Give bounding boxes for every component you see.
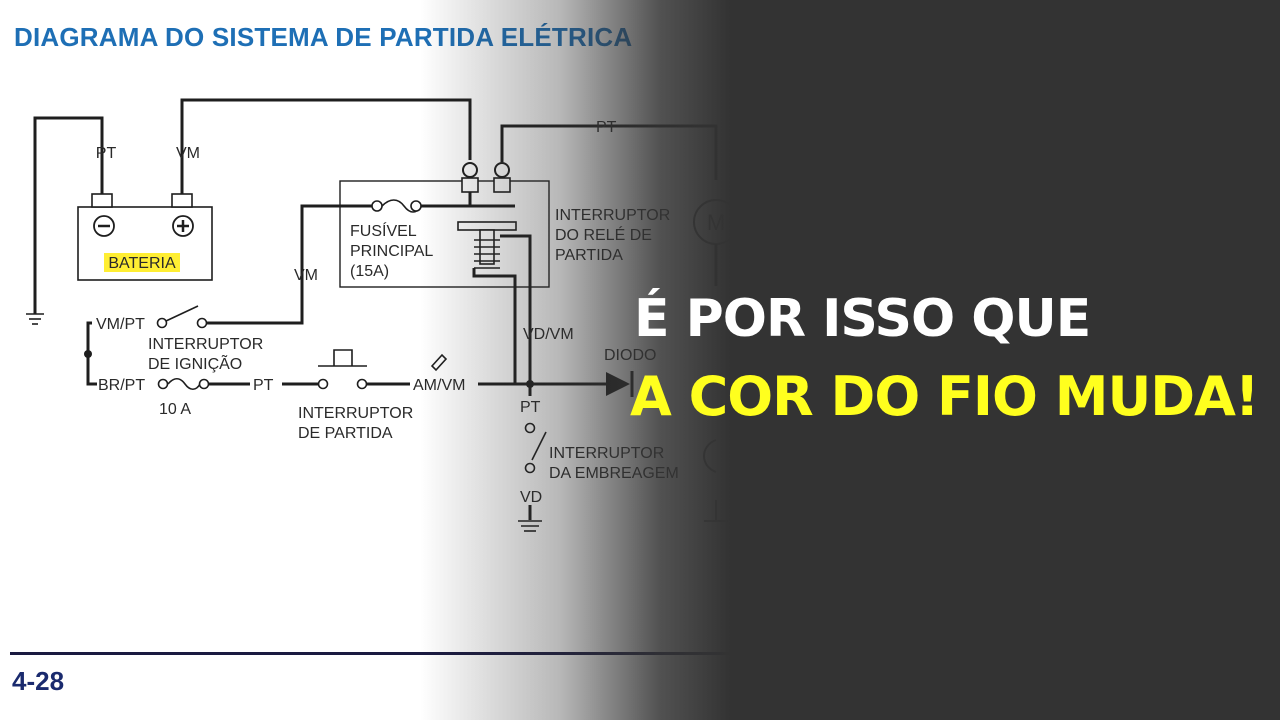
starter-motor: M	[693, 199, 739, 245]
main-fuse-label-2: PRINCIPAL	[350, 243, 433, 260]
indicator-symbol	[703, 439, 717, 473]
vm-wire-ignition	[207, 204, 372, 325]
ignition-label-2: DE IGNIÇÃO	[148, 353, 242, 373]
clutch-label-2: DA EMBREAGEM	[549, 465, 679, 482]
page-number: 4-28	[12, 666, 65, 696]
diode-label: DIODO	[604, 347, 656, 364]
clutch-switch-symbol	[524, 422, 547, 474]
ground-symbol-left	[26, 313, 44, 325]
wire-label-battery-minus: PT	[96, 145, 117, 162]
wire-label-clutch-pt: PT	[520, 399, 541, 416]
overlay-caption-line-2: A COR DO FIO MUDA!	[630, 365, 1260, 428]
start-switch-label-2: DE PARTIDA	[298, 425, 393, 442]
diode-symbol	[606, 371, 634, 397]
start-switch-label-1: INTERRUPTOR	[298, 405, 413, 422]
overlay-caption-line-1: É POR ISSO QUE	[634, 289, 1091, 349]
relay-terminals	[457, 162, 517, 265]
page-footer-rule	[10, 652, 840, 655]
relay-label-3: PARTIDA	[555, 247, 623, 264]
ignition-label-1: INTERRUPTOR	[148, 336, 263, 353]
pencil-icon	[430, 353, 448, 372]
main-fuse-label-3: (15A)	[350, 263, 389, 280]
wire-label-battery-plus: VM	[176, 145, 200, 162]
relay-coil-wire-amvm	[472, 268, 517, 384]
ground-symbol-clutch	[518, 520, 542, 532]
fuse-10a-label: 10 A	[159, 401, 191, 418]
wire-label-am-vm: AM/VM	[413, 377, 465, 394]
wire-label-vm: VM	[294, 267, 318, 284]
wire-label-br-pt: BR/PT	[98, 377, 145, 394]
wire-label-clutch-vd: VD	[520, 489, 542, 506]
clutch-label-1: INTERRUPTOR	[549, 445, 664, 462]
main-fuse-label-1: FUSÍVEL	[350, 221, 417, 240]
wire-label-vm-pt: VM/PT	[96, 316, 145, 333]
motor-symbol: M	[707, 210, 725, 235]
main-fuse-symbol	[371, 199, 423, 213]
fuse-10a-symbol	[157, 377, 210, 391]
wire-label-vd-vm: VD/VM	[523, 326, 574, 343]
wire-label-pt-mid: PT	[253, 377, 274, 394]
relay-label-1: INTERRUPTOR	[555, 207, 670, 224]
junction-dot-left	[84, 350, 92, 358]
relay-label-2: DO RELÉ DE	[555, 225, 652, 244]
start-switch-symbol	[317, 349, 368, 390]
wire-label-pt-top: PT	[596, 119, 617, 136]
ignition-switch-symbol	[156, 305, 208, 329]
battery-label: BATERIA	[108, 255, 176, 272]
